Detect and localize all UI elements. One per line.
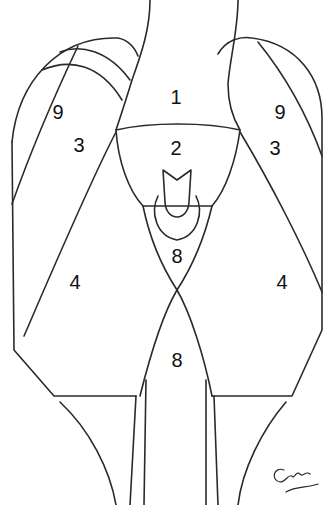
callout-number: 1 xyxy=(170,87,181,107)
callout-number: 4 xyxy=(276,272,287,292)
callout-number: 8 xyxy=(171,246,182,266)
callout-number: 9 xyxy=(52,102,63,122)
callout-number: 3 xyxy=(269,138,280,158)
callout-number: 4 xyxy=(69,272,80,292)
callout-number: 3 xyxy=(73,135,84,155)
callout-number: 2 xyxy=(170,138,181,158)
callout-number: 9 xyxy=(274,102,285,122)
callout-number: 8 xyxy=(171,350,182,370)
